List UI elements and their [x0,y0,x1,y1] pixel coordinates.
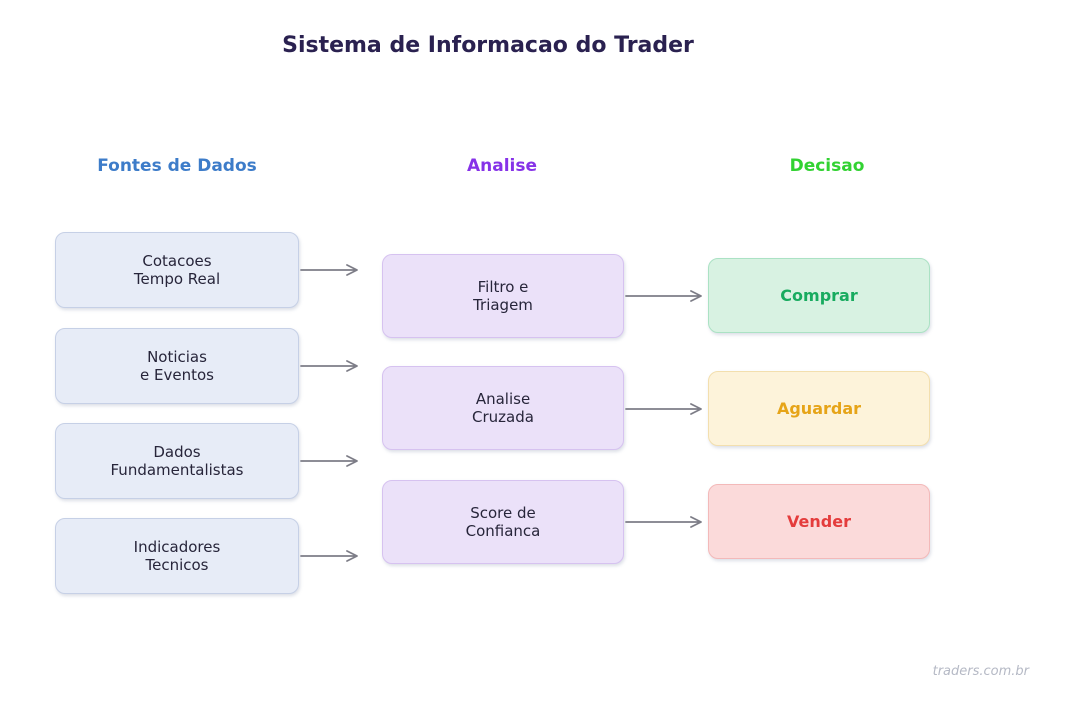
watermark-credit: traders.com.br [932,664,1029,679]
arrow-right-icon [300,455,358,467]
arrow-right-icon [625,403,702,415]
column-header-analise: Analise [466,156,538,176]
column-header-decisao: Decisao [789,156,865,176]
column-header-fontes-de-dados: Fontes de Dados [97,156,257,176]
arrow-right-icon [625,516,702,528]
arrow-right-icon [300,360,358,372]
analysis-node-analise-cruzada: Analise Cruzada [382,366,624,450]
source-node-noticias-e-eventos: Noticias e Eventos [55,328,299,404]
page-title: Sistema de Informacao do Trader [282,33,694,58]
arrow-right-icon [300,264,358,276]
decision-node-comprar: Comprar [708,258,930,333]
source-node-indicadores-tecnicos: Indicadores Tecnicos [55,518,299,594]
arrow-right-icon [300,550,358,562]
analysis-node-filtro-e-triagem: Filtro e Triagem [382,254,624,338]
arrow-right-icon [625,290,702,302]
analysis-node-score-de-confianca: Score de Confianca [382,480,624,564]
source-node-dados-fundamentalistas: Dados Fundamentalistas [55,423,299,499]
source-node-cotacoes-tempo-real: Cotacoes Tempo Real [55,232,299,308]
decision-node-aguardar: Aguardar [708,371,930,446]
decision-node-vender: Vender [708,484,930,559]
